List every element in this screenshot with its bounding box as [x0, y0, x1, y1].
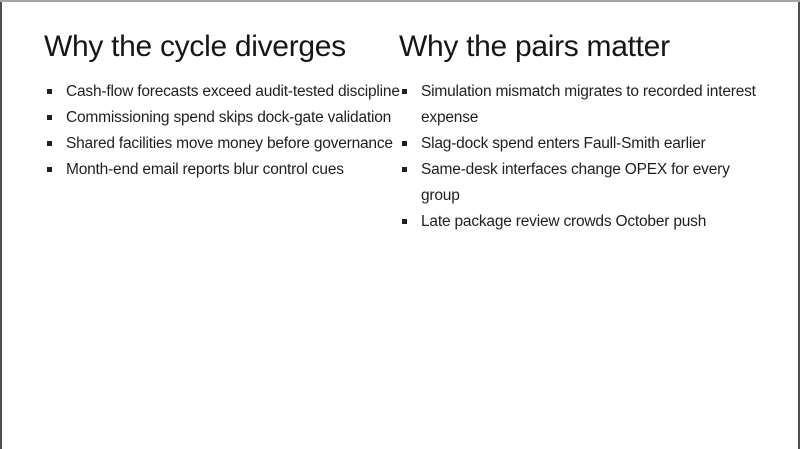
bullet-square-icon — [402, 89, 407, 94]
bullet-square-icon — [47, 167, 52, 172]
bullet-square-icon — [402, 141, 407, 146]
bullet-item: Slag-dock spend enters Faull-Smith earli… — [399, 131, 777, 157]
bullet-item: Commissioning spend skips dock-gate vali… — [44, 105, 396, 131]
column-title-cycle-diverges: Why the cycle diverges — [44, 30, 346, 63]
bullet-square-icon — [47, 141, 52, 146]
bullet-item: Simulation mismatch migrates to recorded… — [399, 79, 777, 131]
bullet-item: Cash-flow forecasts exceed audit-tested … — [44, 79, 400, 105]
bullet-square-icon — [47, 115, 52, 120]
bullet-item: Late package review crowds October push — [399, 209, 777, 235]
bullet-item: Shared facilities move money before gove… — [44, 131, 396, 157]
bullet-square-icon — [402, 219, 407, 224]
slide-top-border — [0, 0, 800, 2]
slide-right-border — [798, 0, 800, 449]
bullet-text: Simulation mismatch migrates to recorded… — [421, 83, 756, 126]
bullet-text: Slag-dock spend enters Faull-Smith earli… — [421, 135, 706, 152]
column-title-pairs-matter: Why the pairs matter — [399, 30, 670, 63]
bullet-square-icon — [47, 89, 52, 94]
column-pairs-matter: Why the pairs matter Simulation mismatch… — [399, 28, 777, 235]
bullet-text: Same-desk interfaces change OPEX for eve… — [421, 161, 730, 204]
bullet-square-icon — [402, 167, 407, 172]
bullet-text: Month-end email reports blur control cue… — [66, 161, 344, 178]
bullet-text: Commissioning spend skips dock-gate vali… — [66, 109, 392, 126]
bullet-list-pairs-matter: Simulation mismatch migrates to recorded… — [399, 79, 777, 235]
bullet-item: Same-desk interfaces change OPEX for eve… — [399, 157, 777, 209]
bullet-list-cycle-diverges: Cash-flow forecasts exceed audit-tested … — [44, 79, 400, 183]
bullet-item: Month-end email reports blur control cue… — [44, 157, 396, 183]
bullet-text: Cash-flow forecasts exceed audit-tested … — [66, 83, 400, 100]
slide-left-border — [0, 0, 2, 449]
bullet-text: Late package review crowds October push — [421, 213, 707, 230]
column-cycle-diverges: Why the cycle diverges Cash-flow forecas… — [44, 28, 400, 183]
bullet-text: Shared facilities move money before gove… — [66, 135, 393, 152]
